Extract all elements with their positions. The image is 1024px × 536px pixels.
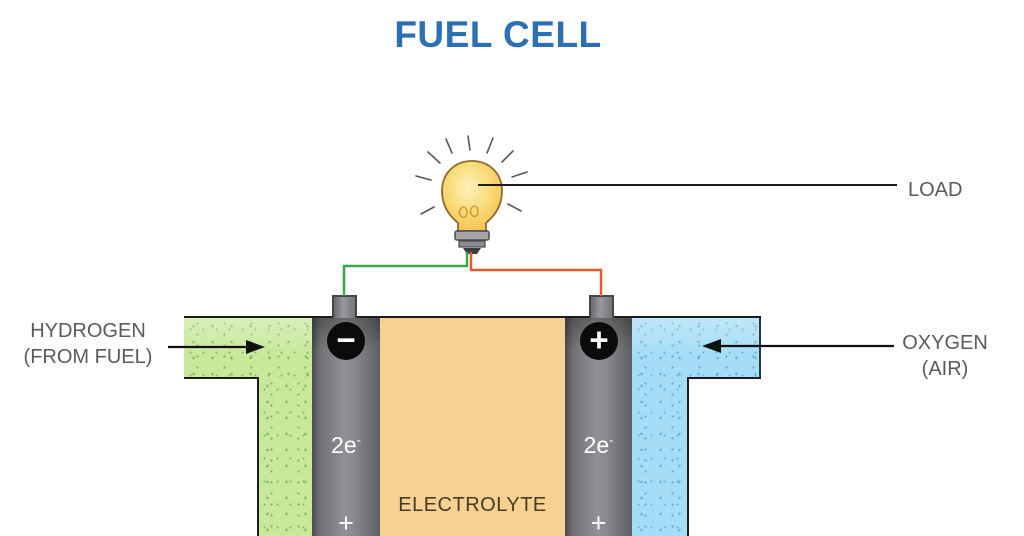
hydrogen-channel-horizontal bbox=[184, 318, 312, 378]
cathode-electron-sup: - bbox=[609, 432, 614, 448]
cathode-electron-text: 2e bbox=[583, 432, 610, 458]
bulb-rays-icon bbox=[415, 135, 528, 215]
negative-terminal-icon: − bbox=[327, 322, 365, 360]
anode-terminal-stub bbox=[332, 295, 357, 318]
cell-top-border bbox=[184, 316, 761, 318]
oxygen-label-line2: (AIR) bbox=[921, 358, 969, 380]
oxygen-channel-horizontal bbox=[632, 318, 761, 378]
bulb-base-ring bbox=[458, 240, 486, 248]
oxygen-label-line1: OXYGEN bbox=[902, 332, 988, 354]
oxygen-channel-side-border bbox=[687, 377, 689, 536]
anode-bottom-plus: + bbox=[338, 508, 354, 536]
load-label: LOAD bbox=[908, 179, 963, 201]
cathode-terminal-stub bbox=[589, 295, 614, 318]
hydrogen-label-line1: HYDROGEN bbox=[30, 320, 146, 342]
hydrogen-channel-vertical bbox=[258, 378, 312, 536]
cathode-bottom-plus: + bbox=[590, 508, 607, 536]
electrolyte-label: ELECTROLYTE bbox=[398, 494, 547, 516]
hydrogen-channel-side-border bbox=[257, 377, 259, 536]
hydrogen-label: HYDROGEN (FROM FUEL) bbox=[10, 318, 166, 370]
wire-orange bbox=[469, 252, 603, 296]
light-bulb-icon bbox=[441, 160, 503, 254]
bulb-filament bbox=[458, 205, 479, 219]
anode-electron-sup: - bbox=[356, 432, 361, 448]
bulb-tip bbox=[463, 248, 481, 254]
bulb-base bbox=[454, 230, 490, 241]
cathode-electron-label: 2e- bbox=[565, 432, 632, 459]
diagram-title: FUEL CELL bbox=[394, 14, 602, 55]
anode-electron-text: 2e bbox=[331, 432, 357, 458]
wire-green bbox=[342, 252, 469, 296]
anode-electron-label: 2e- bbox=[312, 432, 380, 459]
oxygen-channel-bottom-border bbox=[687, 377, 761, 379]
cathode-electrode: 2e- + bbox=[565, 318, 632, 536]
electrolyte-region: ELECTROLYTE bbox=[380, 318, 565, 536]
hydrogen-channel-bottom-border bbox=[184, 377, 259, 379]
hydrogen-label-line2: (FROM FUEL) bbox=[23, 346, 153, 368]
positive-terminal-icon: + bbox=[580, 322, 618, 360]
oxygen-label: OXYGEN (AIR) bbox=[867, 330, 1023, 382]
oxygen-channel-vertical bbox=[632, 378, 688, 536]
